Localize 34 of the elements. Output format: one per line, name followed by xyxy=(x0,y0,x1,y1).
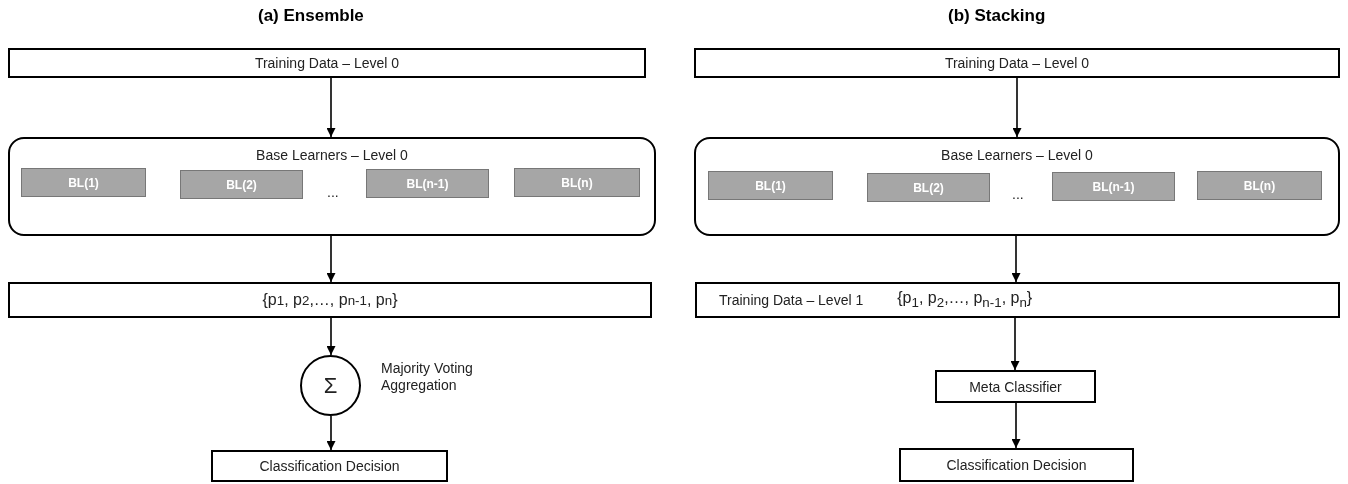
arrow xyxy=(1010,317,1020,371)
arrow xyxy=(326,415,336,451)
learner-box: BL(n) xyxy=(514,168,640,197)
panel-title: (a) Ensemble xyxy=(258,6,364,26)
process-box xyxy=(695,282,1340,318)
learner-box: BL(2) xyxy=(180,170,303,199)
process-box: Training Data – Level 0 xyxy=(694,48,1340,78)
ellipsis: ... xyxy=(327,184,339,200)
process-box: Classification Decision xyxy=(211,450,448,482)
learner-box: BL(1) xyxy=(21,168,146,197)
node-label: Training Data – Level 1 xyxy=(719,292,864,308)
sum-circle: Σ xyxy=(300,355,361,416)
arrow xyxy=(326,77,336,138)
arrow xyxy=(1011,235,1021,283)
process-box: Classification Decision xyxy=(899,448,1134,482)
arrow xyxy=(1011,402,1021,449)
learner-box: BL(n-1) xyxy=(366,169,489,198)
group-container xyxy=(8,137,656,236)
learner-box: BL(1) xyxy=(708,171,833,200)
panel-title: (b) Stacking xyxy=(948,6,1046,26)
learner-box: BL(2) xyxy=(867,173,990,202)
arrow xyxy=(1012,77,1022,138)
annotation-text: Majority Voting Aggregation xyxy=(381,360,474,394)
process-box: Meta Classifier xyxy=(935,370,1096,403)
ellipsis: ... xyxy=(1012,186,1024,202)
learner-box: BL(n-1) xyxy=(1052,172,1175,201)
arrow xyxy=(326,317,336,356)
learner-box: BL(n) xyxy=(1197,171,1322,200)
arrow xyxy=(326,235,336,283)
node-label: Base Learners – Level 0 xyxy=(256,147,408,163)
group-container xyxy=(694,137,1340,236)
node-label: Base Learners – Level 0 xyxy=(941,147,1093,163)
prediction-set: {p$_{1}$, p$_{2}$,…, p$_{n-1}$, p$_{n}$} xyxy=(897,289,1033,311)
process-box: Training Data – Level 0 xyxy=(8,48,646,78)
